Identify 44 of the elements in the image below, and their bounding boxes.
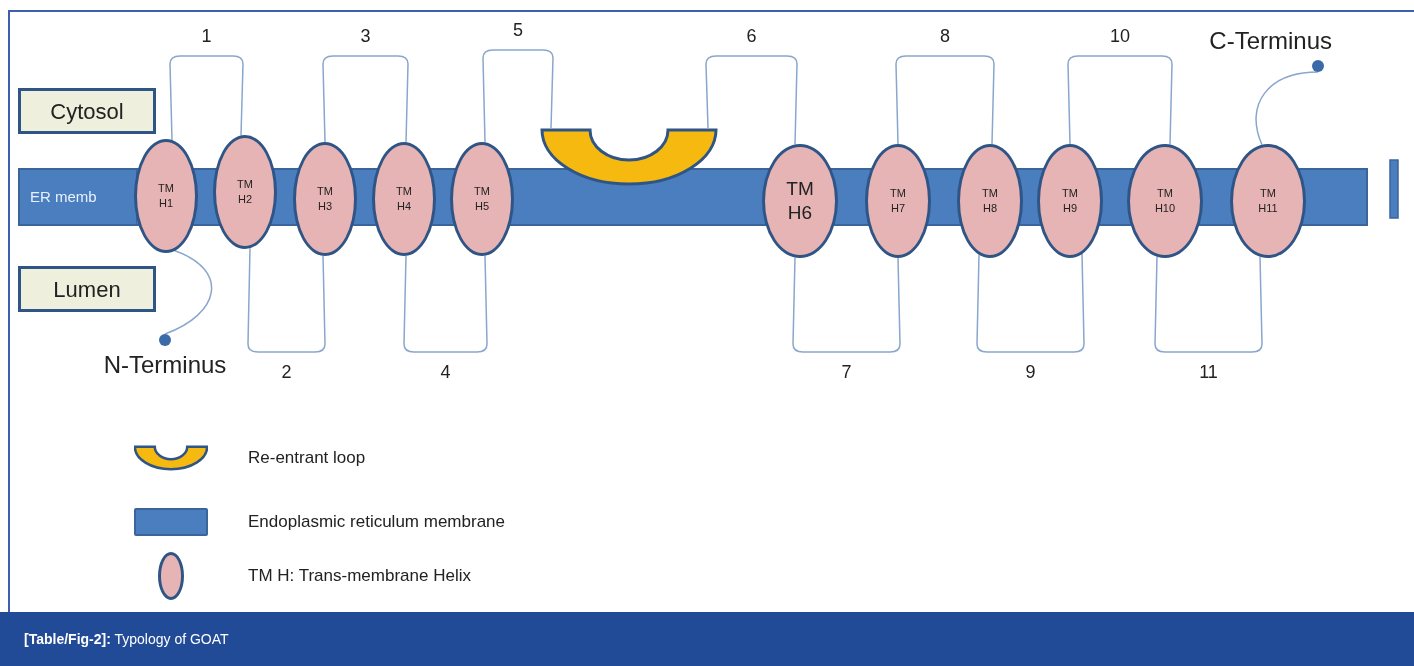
helix-ellipse: TM H5 — [450, 142, 514, 256]
loop-line — [403, 255, 488, 353]
loop-number: 11 — [1198, 361, 1219, 384]
helix-ellipse: TM H6 — [762, 144, 838, 258]
terminus-tail — [1255, 71, 1319, 146]
loop-line — [169, 55, 244, 141]
helix-ellipse: TM H4 — [372, 142, 436, 256]
loop-number: 2 — [280, 361, 293, 384]
caption: [Table/Fig-2]: Typology of GOAT — [24, 629, 229, 649]
loop-number: 7 — [840, 361, 853, 384]
helix-ellipse: TM H7 — [865, 144, 931, 258]
terminus-label: N-Terminus — [103, 350, 227, 380]
loop-number: 1 — [200, 25, 213, 48]
helix-ellipse: TM H10 — [1127, 144, 1203, 258]
loop-number: 3 — [359, 25, 372, 48]
helix-ellipse: TM H3 — [293, 142, 357, 256]
loop-line — [482, 49, 554, 143]
helix-ellipse: TM H8 — [957, 144, 1023, 258]
membrane-band: ER memb — [18, 168, 136, 226]
helix-ellipse: TM H1 — [134, 139, 198, 253]
loop-line — [322, 55, 409, 143]
re-entrant-loop — [540, 128, 718, 186]
loop-number: 9 — [1024, 361, 1037, 384]
loop-line — [895, 55, 995, 145]
loop-line — [792, 256, 901, 353]
helix-ellipse: TM H2 — [213, 135, 277, 249]
loop-number: 6 — [745, 25, 758, 48]
loop-line — [1067, 55, 1173, 146]
loop-number: 8 — [939, 25, 951, 48]
helix-ellipse: TM H9 — [1037, 144, 1103, 258]
loop-number: 4 — [439, 361, 452, 384]
legend-text: Endoplasmic reticulum membrane — [248, 511, 505, 534]
legend-text: Re-entrant loop — [248, 447, 366, 470]
compartment-label-box: Cytosol — [18, 88, 156, 134]
loop-number: 5 — [512, 19, 524, 42]
terminus-tail — [164, 249, 213, 335]
legend-text: TM H: Trans-membrane Helix — [248, 565, 471, 588]
compartment-label-box: Lumen — [18, 266, 156, 312]
loop-line — [705, 55, 798, 146]
terminus-label: C-Terminus — [1209, 26, 1332, 56]
helix-ellipse: TM H11 — [1230, 144, 1306, 258]
loop-line — [1154, 255, 1263, 353]
loop-number: 10 — [1109, 25, 1131, 48]
loop-line — [247, 247, 326, 353]
